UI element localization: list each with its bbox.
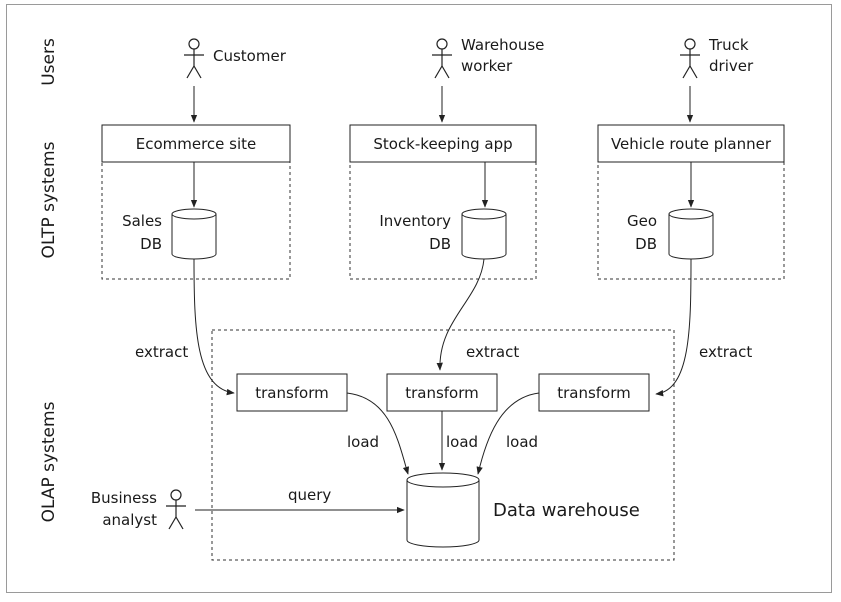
ecommerce-site-box <box>101 124 291 163</box>
business-analyst-stick-figure-icon <box>166 489 186 530</box>
actor-business-analyst-label-line1: Business <box>91 489 157 507</box>
customer-stick-figure-icon <box>184 38 204 79</box>
sales-db-label-line1: Sales <box>122 212 162 230</box>
transform-label-middle: transform <box>405 384 479 402</box>
actor-customer-label: Customer <box>213 47 287 65</box>
load-arrow-right <box>476 392 540 475</box>
transform-box-middle <box>386 373 498 412</box>
actor-truck-driver-label-line2: driver <box>709 57 754 75</box>
actor-warehouse-worker-label-line2: worker <box>461 57 513 75</box>
geo-db-label-line2: DB <box>635 235 657 253</box>
extract-curve-right <box>655 258 692 397</box>
inventory-db-label-line1: Inventory <box>379 212 451 230</box>
sales-db-label-line2: DB <box>140 235 162 253</box>
transform-label-right: transform <box>557 384 631 402</box>
truck-driver-stick-figure-icon <box>680 38 700 79</box>
data-warehouse-label: Data warehouse <box>493 500 640 521</box>
vehicle-route-planner-box <box>597 124 785 163</box>
geo-db-cylinder-icon <box>668 208 714 260</box>
query-label: query <box>288 486 331 504</box>
actor-warehouse-worker-label-line1: Warehouse <box>461 36 544 54</box>
extract-curve-left <box>193 258 235 396</box>
actor-truck-driver-label-line1: Truck <box>708 36 749 54</box>
olap-boundary <box>211 329 675 561</box>
load-arrow-left <box>346 392 410 475</box>
lane-label-oltp: OLTP systems <box>39 141 59 258</box>
sales-db-cylinder-icon <box>171 208 217 260</box>
transform-box-left <box>236 373 348 412</box>
stock-keeping-app-label: Stock-keeping app <box>373 135 512 153</box>
actor-business-analyst-label-line2: analyst <box>102 511 157 529</box>
geo-db-label-line1: Geo <box>627 212 657 230</box>
oltp-ecommerce-boundary <box>101 161 291 280</box>
inventory-db-cylinder-icon <box>461 208 507 260</box>
extract-curve-middle <box>436 258 485 371</box>
extract-label-middle: extract <box>466 343 519 361</box>
transform-label-left: transform <box>255 384 329 402</box>
data-warehouse-cylinder-icon <box>406 472 480 548</box>
vehicle-route-planner-label: Vehicle route planner <box>611 135 772 153</box>
load-label-right: load <box>506 433 538 451</box>
lane-label-users: Users <box>39 38 59 86</box>
transform-box-right <box>538 373 650 412</box>
ecommerce-site-label: Ecommerce site <box>136 135 257 153</box>
load-label-middle: load <box>446 433 478 451</box>
extract-label-right: extract <box>699 343 752 361</box>
stock-keeping-app-box <box>349 124 537 163</box>
extract-label-left: extract <box>135 343 188 361</box>
inventory-db-label-line2: DB <box>429 235 451 253</box>
diagram-frame <box>6 4 832 593</box>
warehouse-worker-stick-figure-icon <box>432 38 452 79</box>
load-label-left: load <box>347 433 379 451</box>
lane-label-olap: OLAP systems <box>39 401 59 522</box>
